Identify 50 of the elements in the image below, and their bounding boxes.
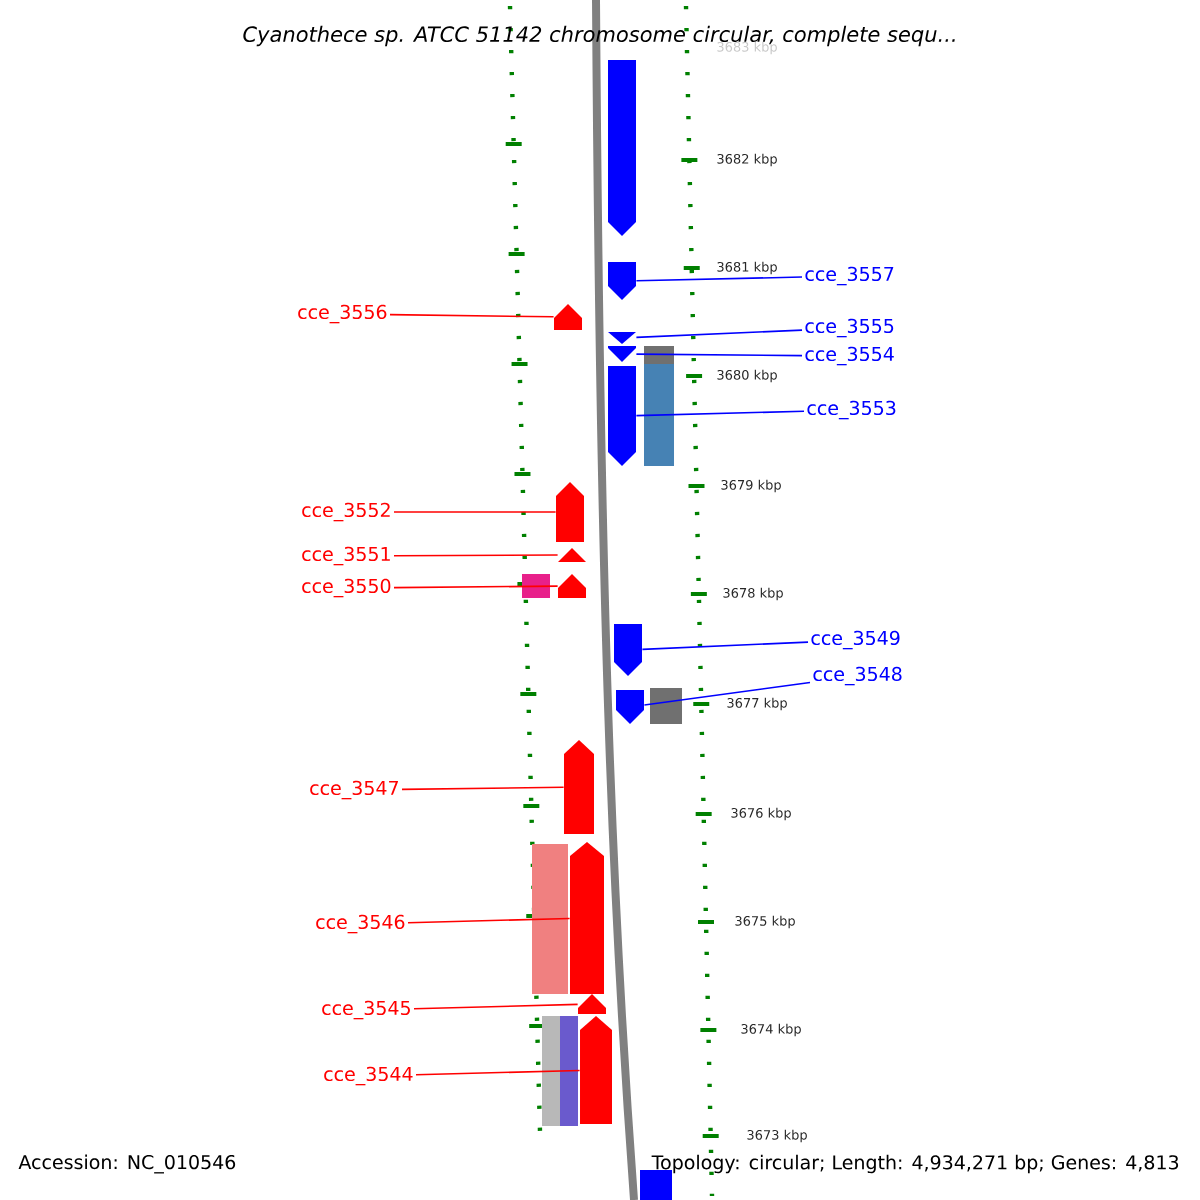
gene-label: cce_3553: [807, 400, 896, 420]
gene-block: [640, 1170, 672, 1200]
leader-line: [643, 681, 811, 706]
gene-block: [650, 688, 682, 724]
gene-label: cce_3557: [805, 266, 894, 286]
gene-label: cce_3544: [324, 1066, 413, 1086]
gene-label: cce_3552: [302, 502, 390, 522]
leader-line: [407, 917, 571, 924]
gene-label: cce_3549: [811, 630, 900, 650]
accession-text: Accession: NC_010546: [18, 1154, 236, 1174]
gene-label: cce_3551: [302, 546, 390, 566]
leader-line: [393, 585, 559, 589]
leader-line: [635, 353, 803, 357]
leader-line: [635, 329, 803, 339]
gene-block: [560, 1016, 578, 1126]
leader-line: [393, 511, 557, 513]
gene-label: cce_3545: [322, 1000, 410, 1020]
gene-block: [522, 574, 550, 598]
gene-label: cce_3547: [310, 780, 398, 800]
summary-text: Topology: circular; Length: 4,934,271 bp; Genes: 4,813: [651, 1154, 1179, 1174]
gene-label: cce_3550: [302, 578, 391, 598]
gene-label: cce_3546: [316, 914, 405, 934]
gene-block: [608, 346, 636, 362]
gene-label: cce_3554: [805, 346, 894, 366]
gene-block: [644, 364, 674, 466]
gene-block: [616, 690, 644, 724]
gene-label: cce_3556: [298, 304, 387, 324]
gene-label: cce_3555: [805, 318, 894, 338]
gene-block: [608, 262, 636, 300]
gene-label: cce_3548: [813, 666, 902, 686]
gene-block: [542, 1016, 560, 1126]
leader-line: [635, 410, 805, 417]
leader-line: [393, 554, 559, 557]
leader-line: [401, 786, 565, 791]
gene-block: [554, 304, 582, 330]
leader-line: [413, 1003, 579, 1010]
gene-block: [608, 60, 636, 236]
leader-line: [389, 313, 555, 318]
gene-block: [558, 548, 586, 562]
gene-block: [578, 994, 606, 1014]
gene-block: [608, 366, 636, 466]
gene-block: [558, 574, 586, 598]
gene-block: [556, 482, 584, 542]
gene-block: [564, 740, 594, 834]
leader-line: [415, 1069, 581, 1076]
gene-block: [532, 844, 568, 994]
leader-line: [641, 641, 809, 651]
leader-line: [635, 276, 803, 282]
gene-block: [614, 624, 642, 676]
gene-block: [608, 332, 636, 344]
